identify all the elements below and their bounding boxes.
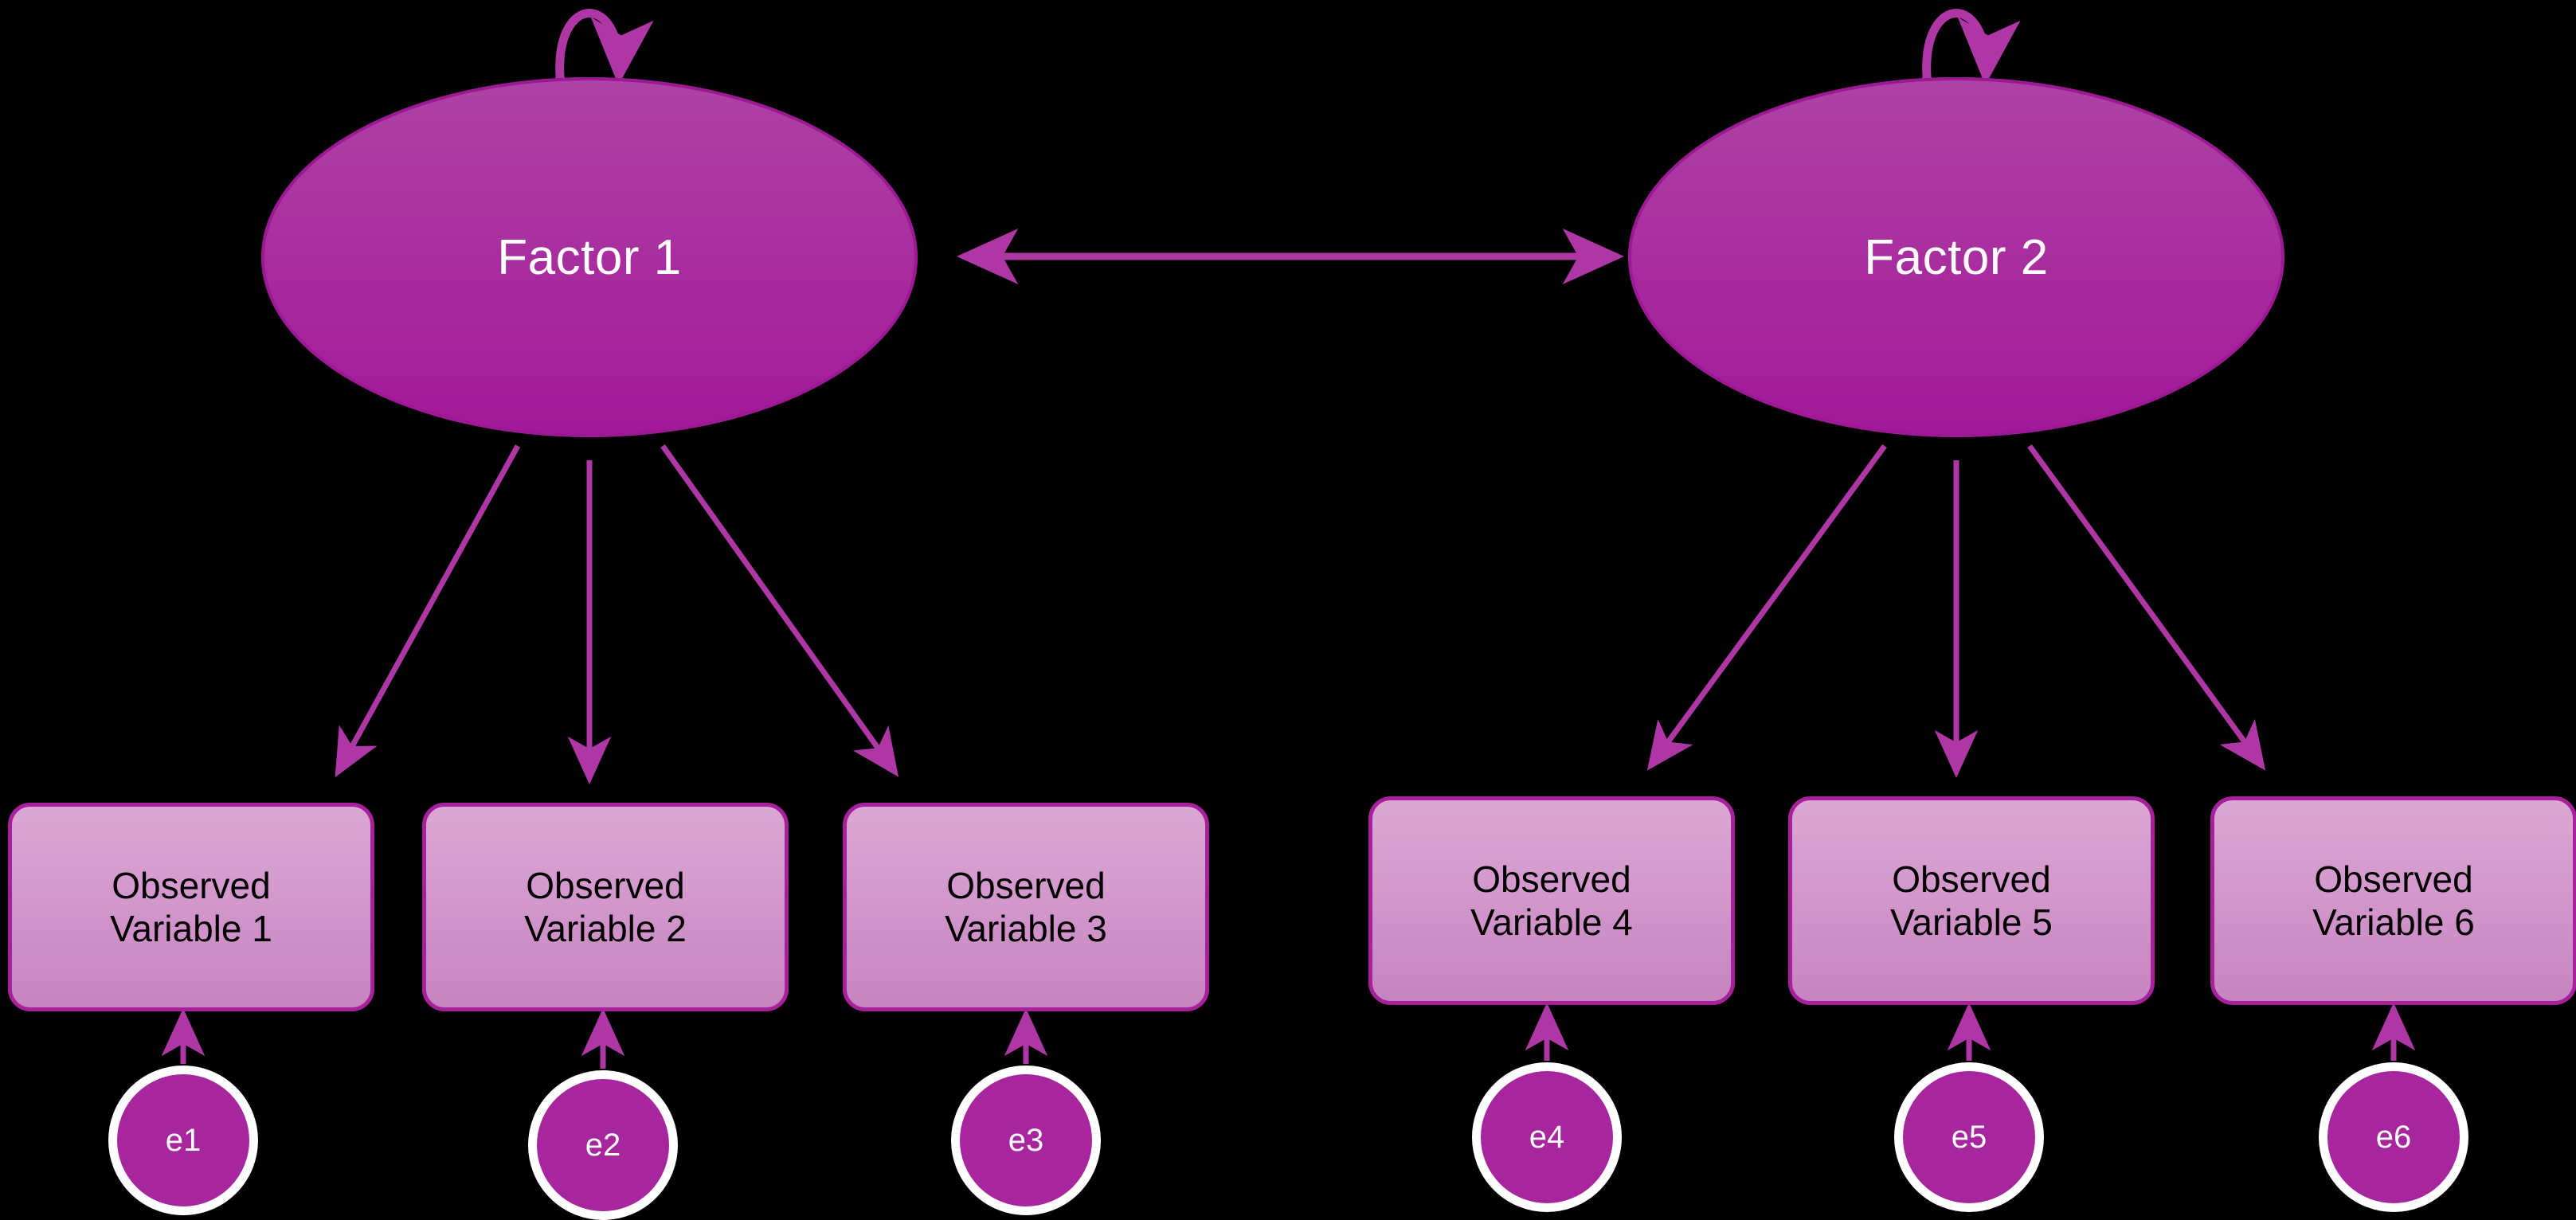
factor-1-variance-loop xyxy=(531,9,654,136)
observed-variable-6-line-2: Variable 6 xyxy=(2312,901,2475,943)
observed-variable-5-box[interactable]: Observed Variable 5 xyxy=(1788,796,2155,1005)
observed-variable-1-line-2: Variable 1 xyxy=(110,908,272,949)
error-term-e3[interactable]: e3 xyxy=(951,1066,1101,1215)
observed-variable-5-line-1: Observed xyxy=(1892,858,2051,900)
observed-variable-6-line-1: Observed xyxy=(2314,858,2473,900)
error-term-e6-label: e6 xyxy=(2375,1119,2412,1155)
factor-1-node[interactable]: Factor 1 xyxy=(261,77,918,437)
observed-variable-2-line-2: Variable 2 xyxy=(524,908,687,949)
observed-variable-4-line-1: Observed xyxy=(1472,858,1631,900)
factor-2-variance-loop xyxy=(1898,9,2021,136)
observed-variable-1-box[interactable]: Observed Variable 1 xyxy=(8,803,374,1011)
factor-1-label: Factor 1 xyxy=(497,229,682,285)
loading-f1-v1 xyxy=(335,444,521,778)
observed-variable-3-line-2: Variable 3 xyxy=(945,908,1107,949)
error-term-e1[interactable]: e1 xyxy=(108,1066,258,1215)
factor-2-node[interactable]: Factor 2 xyxy=(1628,77,2284,437)
observed-variable-4-line-2: Variable 4 xyxy=(1470,901,1633,943)
observed-variable-6-box[interactable]: Observed Variable 6 xyxy=(2210,796,2576,1005)
error-term-e2[interactable]: e2 xyxy=(528,1070,678,1220)
error-term-e4-label: e4 xyxy=(1529,1119,1565,1155)
error-term-e4[interactable]: e4 xyxy=(1472,1062,1622,1212)
observed-variable-5-line-2: Variable 5 xyxy=(1890,901,2053,943)
observed-variable-2-line-1: Observed xyxy=(526,864,685,906)
observed-variable-1-line-1: Observed xyxy=(112,864,271,906)
observed-variable-4-box[interactable]: Observed Variable 4 xyxy=(1368,796,1735,1005)
observed-variable-2-box[interactable]: Observed Variable 2 xyxy=(422,803,789,1011)
error-term-e6[interactable]: e6 xyxy=(2319,1062,2468,1212)
error-term-e5[interactable]: e5 xyxy=(1894,1062,2044,1212)
error-term-e2-label: e2 xyxy=(585,1127,621,1163)
error-term-e5-label: e5 xyxy=(1951,1119,1987,1155)
observed-variable-3-box[interactable]: Observed Variable 3 xyxy=(843,803,1209,1011)
observed-variable-3-line-1: Observed xyxy=(946,864,1106,906)
error-term-e1-label: e1 xyxy=(165,1122,202,1158)
error-term-e3-label: e3 xyxy=(1008,1122,1044,1158)
loading-f1-v3 xyxy=(660,444,899,777)
factor-2-label: Factor 2 xyxy=(1864,229,2049,285)
loading-f2-v6 xyxy=(2027,444,2266,771)
loading-f2-v4 xyxy=(1646,444,1887,771)
